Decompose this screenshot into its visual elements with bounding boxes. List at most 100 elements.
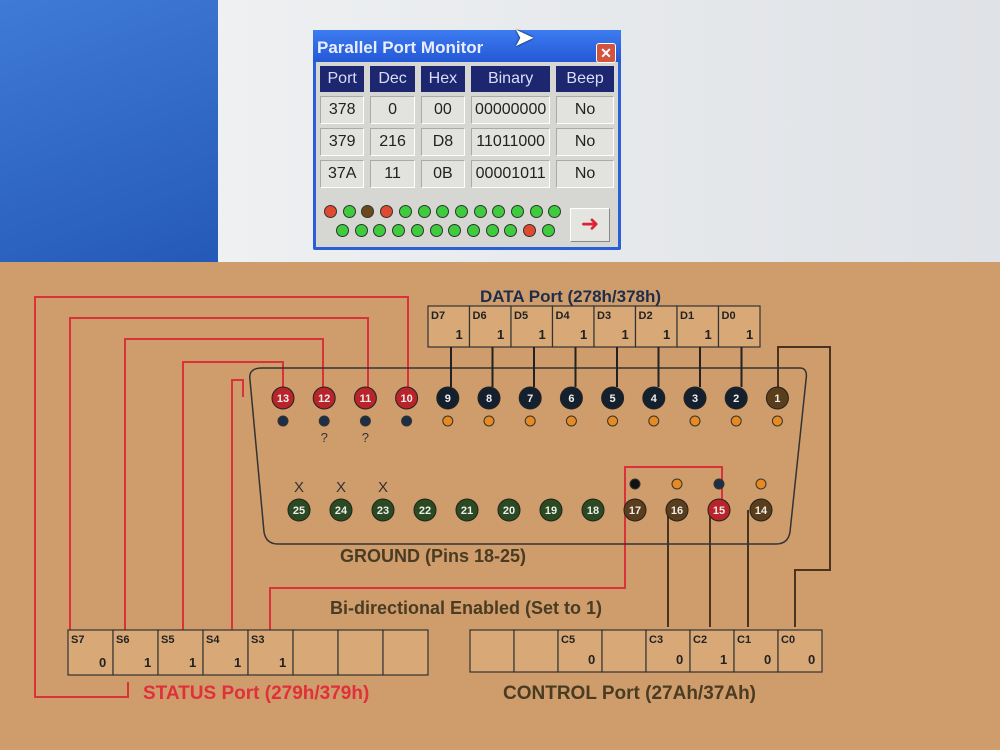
pin-number: 19 (545, 505, 557, 517)
cell-hex: D8 (420, 128, 466, 156)
pin-number: 15 (713, 505, 725, 517)
bit-label: C1 (737, 634, 751, 646)
bit-value: 0 (764, 652, 771, 667)
status-indicator-dot (442, 415, 454, 427)
pin-number: 9 (445, 393, 451, 405)
pin-number: 11 (360, 393, 372, 405)
pin-led (541, 224, 555, 237)
cell-port: 37A (320, 160, 365, 188)
bit-value: 1 (663, 327, 670, 342)
pin-number: 17 (629, 505, 641, 517)
close-button[interactable]: ✕ (596, 43, 616, 63)
bit-label: C3 (649, 634, 663, 646)
header-beep: Beep (556, 66, 615, 92)
bit-cell (112, 629, 159, 676)
bit-label: S6 (116, 634, 129, 646)
question-mark: ? (362, 430, 369, 445)
bit-label: S7 (71, 634, 84, 646)
bit-value: 0 (588, 652, 595, 667)
bit-value: 1 (622, 327, 629, 342)
pin-12 (312, 386, 336, 410)
parallel-port-monitor-window: Parallel Port Monitor ✕ Port Dec Hex Bin… (313, 30, 621, 250)
pin-19 (539, 498, 563, 522)
control-port-title: CONTROL Port (27Ah/37Ah) (503, 683, 756, 704)
cell-dec: 0 (370, 96, 415, 124)
pin-led (492, 205, 506, 218)
pin-22 (413, 498, 437, 522)
bit-value: 1 (705, 327, 712, 342)
status-indicator-dot (318, 415, 330, 427)
bit-value: 0 (99, 655, 106, 670)
bit-value: 0 (808, 652, 815, 667)
bit-label: D1 (680, 310, 694, 322)
pin-5 (601, 386, 625, 410)
bit-value: 1 (539, 327, 546, 342)
pin-4 (642, 386, 666, 410)
pin-led (354, 224, 368, 237)
arrow-button[interactable]: ➜ (570, 208, 610, 242)
bit-cell (157, 629, 204, 676)
pin-led (485, 224, 499, 237)
pin-9 (436, 386, 460, 410)
status-indicator-dot (713, 478, 725, 490)
status-indicator-dot (277, 415, 289, 427)
pin-led (523, 224, 536, 237)
status-port-title: STATUS Port (279h/379h) (143, 683, 369, 704)
status-indicator-dot (359, 415, 371, 427)
pin-25 (287, 498, 311, 522)
pin-led (324, 205, 337, 218)
pin-number: 16 (671, 505, 683, 517)
pin-number: 20 (503, 505, 515, 517)
pin-15 (707, 498, 731, 522)
pin-led (410, 224, 424, 237)
pin-number: 22 (419, 505, 431, 517)
status-indicator-dot (401, 415, 413, 427)
cell-port: 379 (320, 128, 365, 156)
bit-label: S4 (206, 634, 220, 646)
pin-number: 24 (335, 505, 348, 517)
pin-number: 8 (486, 393, 492, 405)
pin-23 (371, 498, 395, 522)
bit-value: 0 (676, 652, 683, 667)
pin-20 (497, 498, 521, 522)
pin-number: 10 (400, 393, 412, 405)
bit-cell (557, 629, 603, 673)
bit-value: 1 (456, 327, 463, 342)
header-port: Port (320, 66, 365, 92)
header-hex: Hex (420, 66, 466, 92)
pin-16 (665, 498, 689, 522)
bit-value: 1 (720, 652, 727, 667)
pin-led (436, 205, 450, 218)
bit-cell (676, 305, 720, 348)
pin-led (398, 205, 412, 218)
bit-cell (292, 629, 339, 676)
bit-label: S5 (161, 634, 174, 646)
cell-beep: No (556, 96, 615, 124)
bit-value: 1 (746, 327, 753, 342)
cell-beep: No (556, 128, 615, 156)
pin-number: 1 (774, 393, 780, 405)
status-indicator-dot (524, 415, 536, 427)
pin-21 (455, 498, 479, 522)
pin-led (504, 224, 518, 237)
bidirectional-label: Bi-directional Enabled (Set to 1) (330, 598, 602, 618)
pin-number: 23 (377, 505, 389, 517)
bit-label: D5 (514, 310, 528, 322)
bit-cell (469, 629, 515, 673)
cell-binary: 00000000 (471, 96, 551, 124)
bit-label: C5 (561, 634, 575, 646)
bit-label: C2 (693, 634, 707, 646)
status-indicator-dot (730, 415, 742, 427)
bit-value: 1 (234, 655, 241, 670)
x-mark: X (378, 479, 388, 496)
pin-led (392, 224, 406, 237)
pin-led (448, 224, 462, 237)
bit-cell (67, 629, 114, 676)
bit-label: D6 (473, 310, 487, 322)
cell-binary: 00001011 (471, 160, 551, 188)
ground-label: GROUND (Pins 18-25) (340, 546, 526, 566)
pin-number: 12 (318, 393, 330, 405)
pin-6 (559, 386, 583, 410)
cell-dec: 11 (370, 160, 415, 188)
pin-17 (623, 498, 647, 522)
